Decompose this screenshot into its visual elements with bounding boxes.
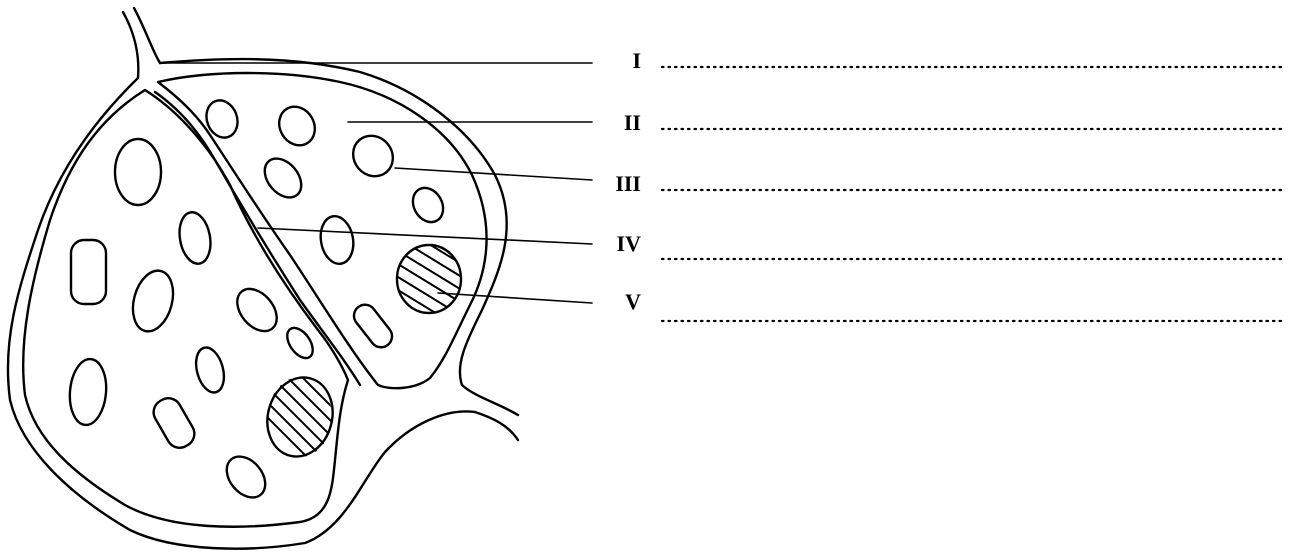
cell-oval (317, 214, 357, 267)
cell-oval (176, 210, 215, 266)
label-iii: III (615, 171, 641, 196)
label-iv: IV (617, 231, 642, 256)
leader-line-iv (258, 228, 592, 244)
label-ii: II (624, 110, 641, 135)
cell-oval (272, 100, 321, 152)
left-compartment-wall (23, 90, 348, 527)
cell-oval (201, 96, 242, 142)
cell-oval (257, 152, 308, 205)
cell-oval (407, 182, 449, 227)
top-stem-left (123, 12, 138, 78)
leader-line-v (438, 293, 592, 303)
cell-rounded (350, 300, 397, 351)
cell-oval (229, 281, 284, 338)
hatch-lines (250, 325, 350, 500)
cell-rounded (149, 393, 199, 452)
cell-oval (127, 266, 180, 336)
cell-oval (191, 344, 228, 395)
label-v: V (625, 289, 641, 314)
cell-oval (219, 449, 273, 505)
cell-rounded (71, 240, 106, 304)
label-i: I (632, 48, 641, 73)
leader-line-iii (395, 168, 592, 180)
cell-oval (115, 139, 161, 205)
cell-oval (345, 128, 401, 185)
cell-oval (282, 323, 318, 362)
cell-oval (67, 358, 109, 427)
